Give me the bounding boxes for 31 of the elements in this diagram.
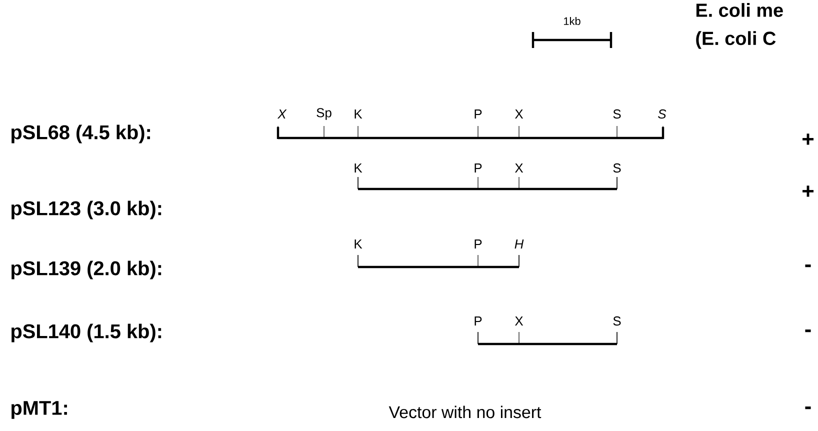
column-heading: (E. coli C [696, 31, 776, 49]
site-label: S [613, 316, 621, 326]
site-label: X [514, 164, 524, 172]
site-label: K [354, 110, 362, 118]
site-label: P [474, 240, 482, 248]
result-sign: + [802, 134, 814, 145]
scale-label: 1kb [564, 16, 580, 26]
column-heading: E. coli me [696, 3, 783, 17]
plasmid-name: pSL140 (1.5 kb): [12, 324, 162, 342]
site-label: Sp [316, 108, 332, 120]
plasmid-name: pMT1: [12, 401, 67, 419]
site-label: X [514, 110, 524, 118]
result-sign: - [805, 406, 811, 410]
plasmid-name: pSL123 (3.0 kb): [12, 200, 162, 220]
result-sign: - [805, 264, 811, 268]
plasmid-name: pSL68 (4.5 kb): [12, 124, 150, 144]
site-label: K [354, 240, 362, 248]
result-sign: - [805, 330, 811, 332]
site-label: S [658, 109, 666, 119]
site-label: H [514, 240, 524, 248]
site-label: K [354, 164, 362, 172]
site-label: X [277, 110, 287, 118]
site-label: P [474, 164, 482, 172]
site-label: P [474, 110, 482, 118]
note-text: Vector with no insert [388, 406, 542, 418]
site-label: S [613, 163, 621, 173]
site-label: S [613, 109, 621, 119]
result-sign: + [802, 186, 814, 197]
plasmid-name: pSL139 (2.0 kb): [12, 260, 162, 280]
site-label: X [514, 316, 524, 326]
site-label: P [474, 316, 482, 326]
